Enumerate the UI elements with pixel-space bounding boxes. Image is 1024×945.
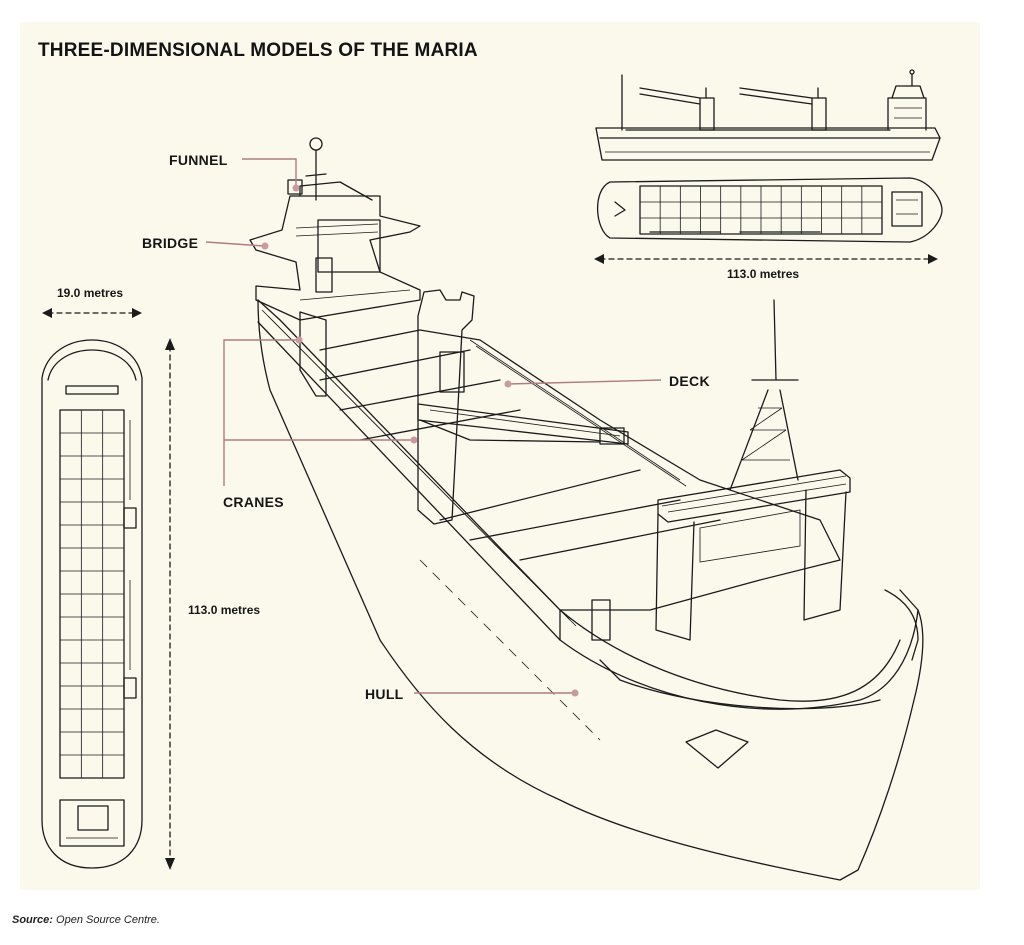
source-note: Source: Open Source Centre.: [12, 914, 160, 926]
deck-label: DECK: [669, 373, 710, 389]
side-profile-view: [595, 69, 941, 161]
figure-title: THREE-DIMENSIONAL MODELS OF THE MARIA: [38, 40, 478, 61]
top-down-view: [41, 308, 175, 870]
hull-label: HULL: [365, 686, 404, 702]
length-side-dimension-label: 113.0 metres: [188, 603, 261, 617]
cranes-label: CRANES: [223, 494, 284, 510]
length-top-dimension-label: 113.0 metres: [727, 267, 800, 281]
perspective-ship-view: [249, 137, 924, 881]
leader-lines: [205, 158, 662, 697]
bridge-label: BRIDGE: [142, 235, 199, 251]
source-prefix: Source:: [12, 914, 53, 926]
beam-dimension-label: 19.0 metres: [57, 286, 124, 300]
figure-panel: [20, 22, 980, 890]
source-text: Open Source Centre.: [56, 914, 160, 926]
funnel-label: FUNNEL: [169, 152, 228, 168]
top-plan-view: [594, 177, 943, 264]
